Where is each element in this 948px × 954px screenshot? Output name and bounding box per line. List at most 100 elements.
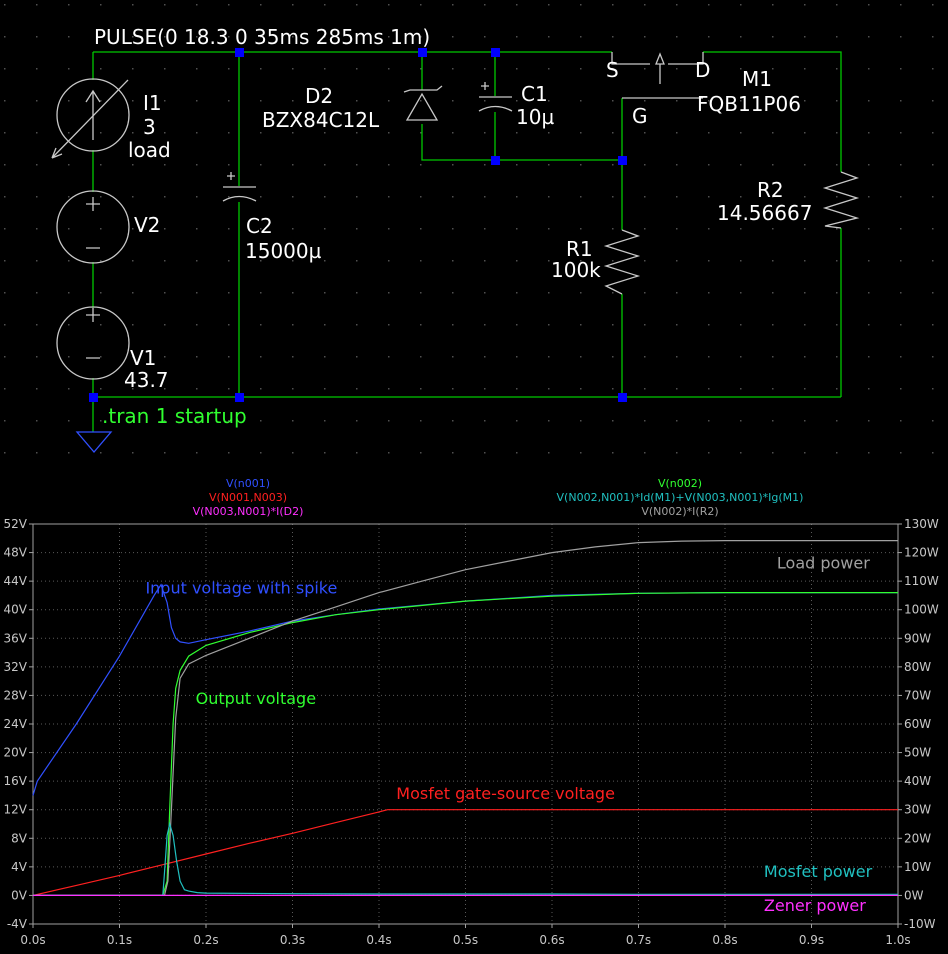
y-right-tick-label: 0W xyxy=(904,888,924,902)
pulse-label: PULSE(0 18.3 0 35ms 285ms 1m) xyxy=(94,25,430,49)
y-left-tick-label: 32V xyxy=(4,660,28,674)
legend-right-entry: V(N002,N001)*Id(M1)+V(N003,N001)*Ig(M1) xyxy=(557,491,804,504)
resistor-r1 xyxy=(603,229,641,295)
c2-value: 15000µ xyxy=(245,239,322,263)
legend-left-entry: V(n001) xyxy=(226,477,270,490)
y-right-tick-label: 90W xyxy=(904,631,931,645)
y-left-tick-label: 24V xyxy=(4,717,28,731)
legend-left-entry: V(N003,N001)*I(D2) xyxy=(193,505,304,518)
y-right-tick-label: 50W xyxy=(904,746,931,760)
series-line-3 xyxy=(33,540,898,896)
annotation-label: Output voltage xyxy=(196,689,316,708)
i1-name: I1 xyxy=(143,91,162,115)
y-left-tick-label: 44V xyxy=(4,574,28,588)
v1-value: 43.7 xyxy=(124,368,169,392)
tran-directive: .tran 1 startup xyxy=(102,404,247,428)
x-tick-label: 0.8s xyxy=(712,933,737,947)
r2-name: R2 xyxy=(757,178,784,202)
y-right-tick-label: 40W xyxy=(904,774,931,788)
x-tick-label: 0.6s xyxy=(539,933,564,947)
y-right-tick-label: 130W xyxy=(904,517,939,531)
r1-name: R1 xyxy=(566,237,593,261)
c1-value: 10µ xyxy=(516,105,554,129)
series-line-2 xyxy=(33,592,898,896)
annotation-label: Input voltage with spike xyxy=(145,578,337,597)
annotation-label: Mosfet gate-source voltage xyxy=(396,784,615,803)
y-left-tick-label: 0V xyxy=(11,888,28,902)
d2-value: BZX84C12L xyxy=(262,108,380,132)
m1-pin-d: D xyxy=(695,58,710,82)
wires xyxy=(92,51,842,432)
r2-value: 14.56667 xyxy=(717,201,812,225)
y-left-tick-label: 40V xyxy=(4,603,28,617)
ground-symbol xyxy=(75,431,113,454)
y-right-tick-label: 60W xyxy=(904,717,931,731)
y-left-tick-label: 28V xyxy=(4,688,28,702)
y-left-tick-label: 48V xyxy=(4,546,28,560)
capacitor-c1 xyxy=(478,96,513,112)
y-left-tick-label: 4V xyxy=(11,860,28,874)
capacitor-c2 xyxy=(222,186,257,202)
legend-right-entry: V(n002) xyxy=(658,477,702,490)
y-right-tick-label: 110W xyxy=(904,574,939,588)
y-right-tick-label: 70W xyxy=(904,688,931,702)
c2-name: C2 xyxy=(246,214,273,238)
annotation-label: Mosfet power xyxy=(764,862,873,881)
y-left-tick-label: 12V xyxy=(4,803,28,817)
plot-legend: V(n001)V(N001,N003)V(N003,N001)*I(D2) V(n… xyxy=(193,477,804,518)
m1-name: M1 xyxy=(742,67,772,91)
plot-series xyxy=(32,540,898,896)
x-tick-label: 0.1s xyxy=(107,933,132,947)
y-left-tick-label: 52V xyxy=(4,517,28,531)
x-tick-label: 0.3s xyxy=(280,933,305,947)
x-tick-label: 0.5s xyxy=(453,933,478,947)
x-tick-label: 0.9s xyxy=(799,933,824,947)
series-line-1 xyxy=(32,809,898,896)
x-tick-label: 1.0s xyxy=(885,933,910,947)
y-left-tick-label: -4V xyxy=(7,917,28,931)
d2-name: D2 xyxy=(305,84,333,108)
junction-dots xyxy=(89,48,627,402)
y-right-tick-label: 30W xyxy=(904,803,931,817)
r1-value: 100k xyxy=(551,258,601,282)
y-left-tick-label: 20V xyxy=(4,746,28,760)
y-right-tick-label: -10W xyxy=(904,917,936,931)
c1-name: C1 xyxy=(521,82,548,106)
annotation-label: Load power xyxy=(777,553,870,572)
m1-pin-s: S xyxy=(606,58,619,82)
i1-value: 3 xyxy=(143,115,156,139)
zener-d2 xyxy=(403,85,443,121)
voltage-source-v2 xyxy=(56,190,130,264)
y-right-tick-label: 10W xyxy=(904,860,931,874)
x-tick-label: 0.4s xyxy=(366,933,391,947)
schematic-grid xyxy=(0,0,948,470)
y-right-tick-label: 100W xyxy=(904,603,939,617)
i1-extra: load xyxy=(128,138,171,162)
y-right-tick-label: 80W xyxy=(904,660,931,674)
v1-name: V1 xyxy=(130,346,156,370)
annotation-label: Zener power xyxy=(764,896,866,915)
y-left-tick-label: 8V xyxy=(11,831,28,845)
y-right-tick-label: 120W xyxy=(904,546,939,560)
schematic-labels: PULSE(0 18.3 0 35ms 285ms 1m) I1 3 load … xyxy=(94,25,812,428)
resistor-r2 xyxy=(822,171,860,229)
m1-value: FQB11P06 xyxy=(697,92,801,116)
y-left-tick-label: 16V xyxy=(4,774,28,788)
y-right-tick-label: 20W xyxy=(904,831,931,845)
voltage-source-v1 xyxy=(56,306,130,380)
y-left-tick-label: 36V xyxy=(4,631,28,645)
series-line-4 xyxy=(33,821,898,896)
x-tick-label: 0.2s xyxy=(193,933,218,947)
legend-left-entry: V(N001,N003) xyxy=(209,491,287,504)
mosfet-m1 xyxy=(611,52,704,99)
v2-name: V2 xyxy=(134,213,160,237)
m1-pin-g: G xyxy=(632,104,648,128)
components xyxy=(51,52,860,380)
x-tick-label: 0.0s xyxy=(20,933,45,947)
legend-right-entry: V(N002)*I(R2) xyxy=(641,505,718,518)
